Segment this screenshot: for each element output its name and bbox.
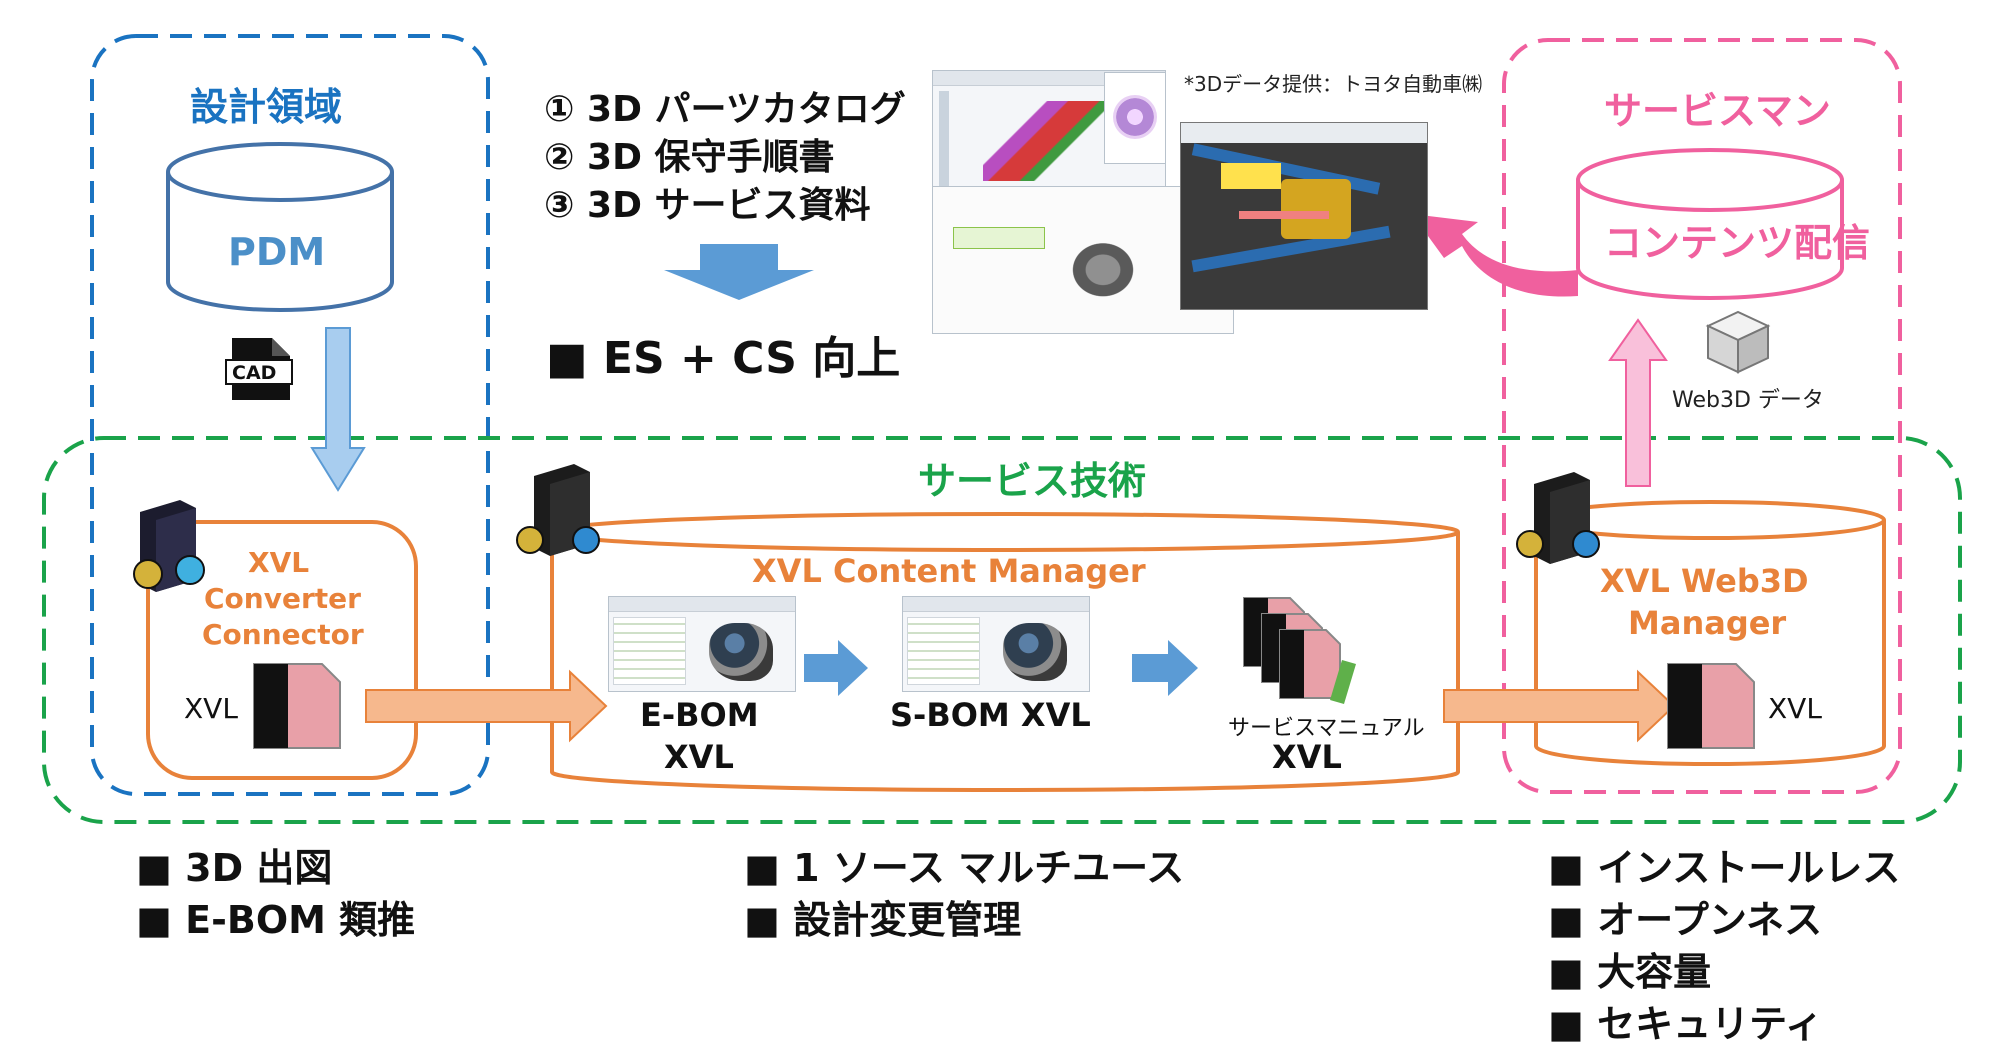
design-area-title: 設計領域 xyxy=(190,85,343,129)
bullet-item: セキュリティ xyxy=(1548,998,1900,1050)
bullet-item: 大容量 xyxy=(1548,946,1900,998)
converter-file-label: XVL xyxy=(184,692,238,725)
cad-file-icon xyxy=(225,338,293,400)
engine-model-icon xyxy=(1003,623,1067,681)
data-credit: *3Dデータ提供：トヨタ自動車㈱ xyxy=(1184,72,1483,96)
output-item-3: ③ 3D サービス資料 xyxy=(544,185,871,226)
xvl-file-icon-web3d xyxy=(1667,663,1755,749)
output-item-2: ② 3D 保守手順書 xyxy=(544,137,835,178)
bullets-center: 1 ソース マルチユース 設計変更管理 xyxy=(744,842,1184,946)
ebom-label-1: E-BOM xyxy=(640,696,759,734)
server-icon-web3d xyxy=(1516,472,1600,564)
bullet-item: 3D 出図 xyxy=(136,842,415,894)
distribution-to-screens-arrow xyxy=(1412,214,1578,297)
engine-model-icon xyxy=(709,623,773,681)
ebom-to-sbom-arrow xyxy=(804,640,868,696)
server-icon-converter xyxy=(133,500,205,592)
web3d-cube-icon xyxy=(1705,310,1771,374)
parts-detail-screenshot xyxy=(1104,72,1166,164)
content-distribution-label: コンテンツ配信 xyxy=(1604,221,1871,265)
service-man-title: サービスマン xyxy=(1604,89,1831,133)
service-manual-label: サービスマニュアル xyxy=(1228,716,1425,741)
converter-title-1: XVL xyxy=(248,546,310,579)
bullet-item: 1 ソース マルチユース xyxy=(744,842,1184,894)
service-manual-xvl-label: XVL xyxy=(1272,738,1342,776)
service-material-screenshot xyxy=(1180,122,1428,310)
converter-to-content-manager-arrow xyxy=(365,669,608,743)
design-area-box xyxy=(90,34,490,796)
content-manager-title: XVL Content Manager xyxy=(752,552,1146,590)
converter-title-2: Converter xyxy=(204,582,361,615)
web3d-manager-title-1: XVL Web3D xyxy=(1600,562,1809,600)
ebom-app-screenshot xyxy=(608,596,796,692)
pdm-database xyxy=(166,142,394,312)
cad-file-label: CAD xyxy=(232,362,277,384)
bullet-item: 設計変更管理 xyxy=(744,894,1184,946)
service-tech-title: サービス技術 xyxy=(918,459,1147,503)
web3d-to-distribution-arrow xyxy=(1608,318,1668,487)
benefit-arrow xyxy=(664,244,814,300)
output-item-1: ① 3D パーツカタログ xyxy=(544,89,906,130)
xvl-file-icon-converter xyxy=(253,663,341,749)
sbom-to-manual-arrow xyxy=(1132,640,1198,696)
suspension-model-icon xyxy=(983,101,1113,181)
web3d-manager-title-2: Manager xyxy=(1628,604,1787,642)
service-tech-box xyxy=(42,436,1962,824)
converter-title-3: Connector xyxy=(202,618,364,651)
sbom-label: S-BOM XVL xyxy=(890,696,1091,734)
bullets-right: インストールレス オープンネス 大容量 セキュリティ xyxy=(1548,842,1900,1050)
sbom-app-screenshot xyxy=(902,596,1090,692)
converter-connector-box xyxy=(146,520,418,780)
es-cs-label: ■ ES + CS 向上 xyxy=(546,333,901,384)
server-icon-content-manager xyxy=(516,464,600,556)
bullet-item: オープンネス xyxy=(1548,894,1900,946)
content-manager-to-web3d-arrow xyxy=(1443,669,1676,743)
motor-part-icon xyxy=(1281,179,1351,239)
web3d-data-label: Web3D データ xyxy=(1672,388,1824,413)
content-distribution-database xyxy=(1576,148,1844,300)
pdm-to-converter-arrow xyxy=(310,327,366,492)
gear-part-icon xyxy=(1113,95,1157,139)
bullets-left: 3D 出図 E-BOM 類推 xyxy=(136,842,415,946)
ebom-label-2: XVL xyxy=(664,738,734,776)
web3d-file-label: XVL xyxy=(1768,692,1822,725)
bullet-item: インストールレス xyxy=(1548,842,1900,894)
xvl-manual-files-icon xyxy=(1243,597,1356,704)
service-man-box xyxy=(1502,38,1902,794)
bullet-item: E-BOM 類推 xyxy=(136,894,415,946)
pdm-label: PDM xyxy=(228,230,326,274)
